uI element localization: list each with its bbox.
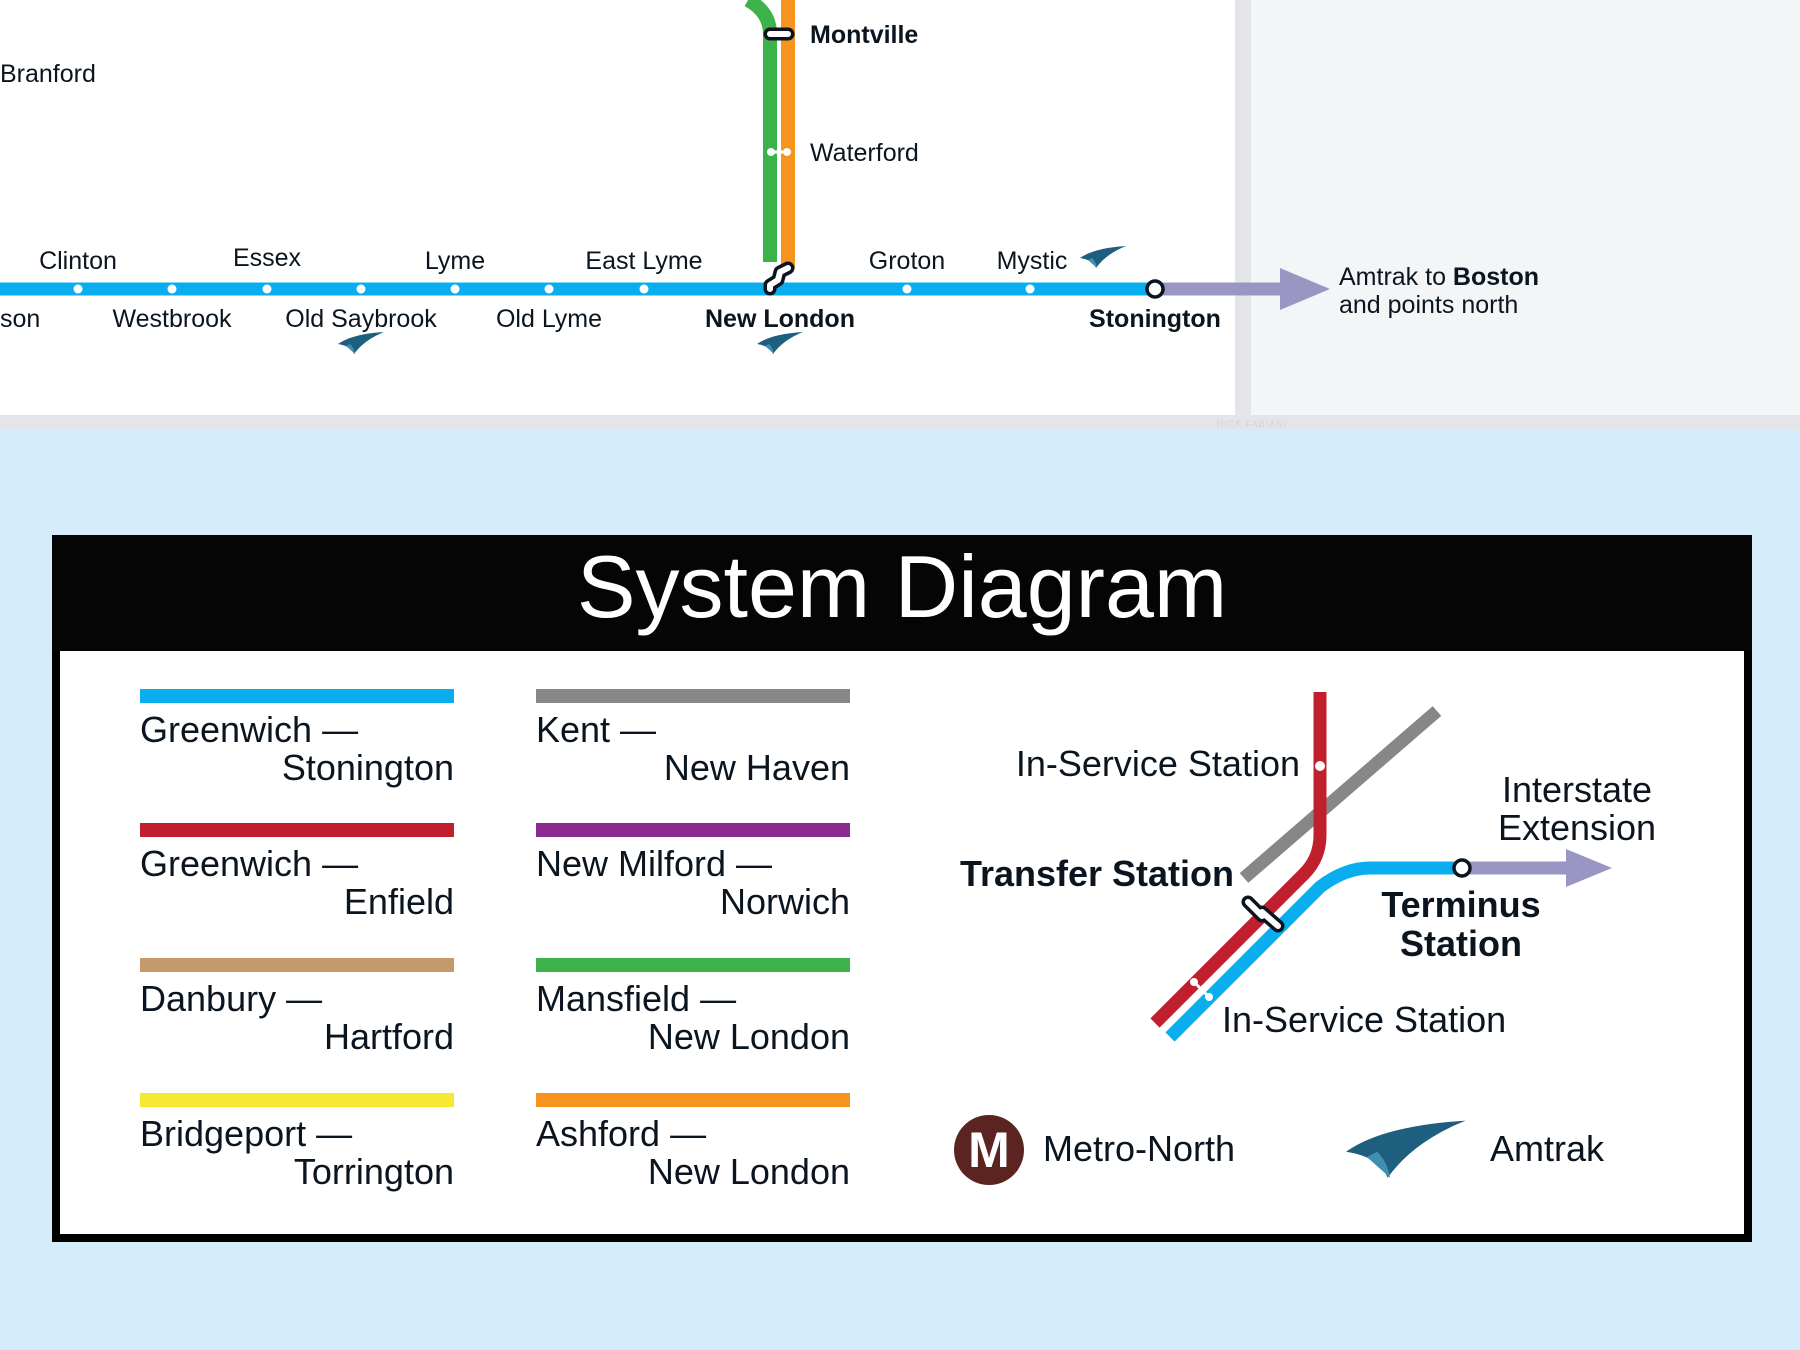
legend-line-orange-to: New London (648, 1151, 850, 1192)
amtrak-note-city: Boston (1453, 263, 1539, 291)
station-label-groton: Groton (869, 247, 945, 275)
station-label-new-london: New London (705, 305, 855, 333)
station-label-madison: son (0, 305, 40, 333)
diagram-in-service-dot (1315, 761, 1325, 771)
metro-north-glyph: M (968, 1122, 1010, 1178)
station-label-clinton: Clinton (39, 247, 117, 275)
station-dot-lyme (450, 284, 460, 294)
legend-swatch-blue (140, 689, 454, 703)
legend-swatch-purple (536, 823, 850, 837)
legend-title-bar (52, 535, 1752, 651)
legend-line-red-to: Enfield (344, 881, 454, 922)
station-marker-waterford (767, 148, 791, 156)
station-dot-essex (262, 284, 272, 294)
station-dot-east-lyme (639, 284, 649, 294)
station-dot-mystic (1025, 284, 1035, 294)
diagram-label-terminus-1: Terminus (1381, 884, 1540, 925)
legend-swatch-yellow (140, 1093, 454, 1107)
metro-north-icon (954, 1115, 1024, 1185)
diagram-label-terminus-2: Station (1400, 923, 1522, 964)
legend-line-purple-from: New Milford — (536, 843, 772, 884)
station-label-stonington: Stonington (1089, 305, 1221, 333)
diagram-gray-line (1239, 706, 1442, 883)
legend-line-blue-to: Stonington (282, 747, 454, 788)
side-panel (1251, 0, 1800, 415)
station-label-montville: Montville (810, 21, 918, 49)
amtrak-logo-icon (1346, 1120, 1466, 1178)
amtrak-extension-arrow (1155, 268, 1330, 310)
diagram-label-interstate-1: Interstate (1502, 769, 1652, 810)
diagram-in-service-connector (1190, 978, 1213, 1001)
station-label-essex: Essex (233, 244, 302, 272)
map-panel (0, 0, 1235, 415)
diagram-label-in-service-top: In-Service Station (1016, 743, 1300, 784)
legend-swatch-tan (140, 958, 454, 972)
legend-box: System Diagram (52, 535, 1752, 1242)
legend-swatch-green (536, 958, 850, 972)
legend-line-green-from: Mansfield — (536, 978, 736, 1019)
legend-line-yellow-from: Bridgeport — (140, 1113, 352, 1154)
station-label-old-saybrook: Old Saybrook (285, 305, 437, 333)
station-type-diagram (1150, 692, 1612, 1042)
amtrak-note-prefix: Amtrak to (1339, 263, 1453, 291)
legend-line-yellow-to: Torrington (294, 1151, 454, 1192)
diagram-label-in-service-bottom: In-Service Station (1222, 999, 1506, 1040)
diagram-transfer-marker (1241, 895, 1285, 933)
station-label-westbrook: Westbrook (112, 305, 232, 333)
map-credit: NICK FABIANI (1217, 419, 1288, 429)
blue-line-stations (73, 284, 1035, 294)
station-label-old-lyme: Old Lyme (496, 305, 602, 333)
legend-line-gray-from: Kent — (536, 709, 656, 750)
terminus-marker-stonington (1145, 279, 1165, 299)
station-label-mystic: Mystic (997, 247, 1068, 275)
legend-title: System Diagram (577, 537, 1227, 636)
transfer-marker-new-london (763, 261, 795, 296)
amtrak-note: Amtrak to Boston and points north (1339, 263, 1539, 319)
legend-line-tan-to: Hartford (324, 1016, 454, 1057)
legend-line-blue-from: Greenwich — (140, 709, 358, 750)
station-label-branford: Branford (0, 60, 96, 88)
station-dot-old-saybrook (356, 284, 366, 294)
amtrak-label: Amtrak (1490, 1128, 1605, 1169)
station-label-east-lyme: East Lyme (585, 247, 702, 275)
legend-line-gray-to: New Haven (664, 747, 850, 788)
legend-line-orange-from: Ashford — (536, 1113, 706, 1154)
station-label-waterford: Waterford (810, 139, 919, 167)
station-dot-westbrook (167, 284, 177, 294)
diagram-label-transfer: Transfer Station (960, 853, 1234, 894)
station-dot-groton (902, 284, 912, 294)
legend-line-green-to: New London (648, 1016, 850, 1057)
svg-text:Amtrak to Boston: Amtrak to Boston (1339, 263, 1539, 291)
legend-line-tan-from: Danbury — (140, 978, 322, 1019)
amtrak-note-line2: and points north (1339, 291, 1518, 319)
metro-north-logo: M (954, 1115, 1024, 1185)
diagram-extension-arrow (1462, 849, 1612, 887)
station-dot-clinton (73, 284, 83, 294)
legend-line-red-from: Greenwich — (140, 843, 358, 884)
station-dot-old-lyme (544, 284, 554, 294)
diagram-red-line (1150, 692, 1327, 1028)
legend-swatch-red (140, 823, 454, 837)
diagram-blue-line (1165, 861, 1462, 1042)
legend-swatch-gray (536, 689, 850, 703)
legend-swatch-orange (536, 1093, 850, 1107)
legend-line-purple-to: Norwich (720, 881, 850, 922)
diagram-label-interstate-2: Extension (1498, 807, 1656, 848)
station-label-lyme: Lyme (425, 247, 485, 275)
metro-north-label: Metro-North (1043, 1128, 1235, 1169)
legend-frame (52, 535, 1752, 1242)
diagram-terminus-marker (1452, 858, 1472, 878)
